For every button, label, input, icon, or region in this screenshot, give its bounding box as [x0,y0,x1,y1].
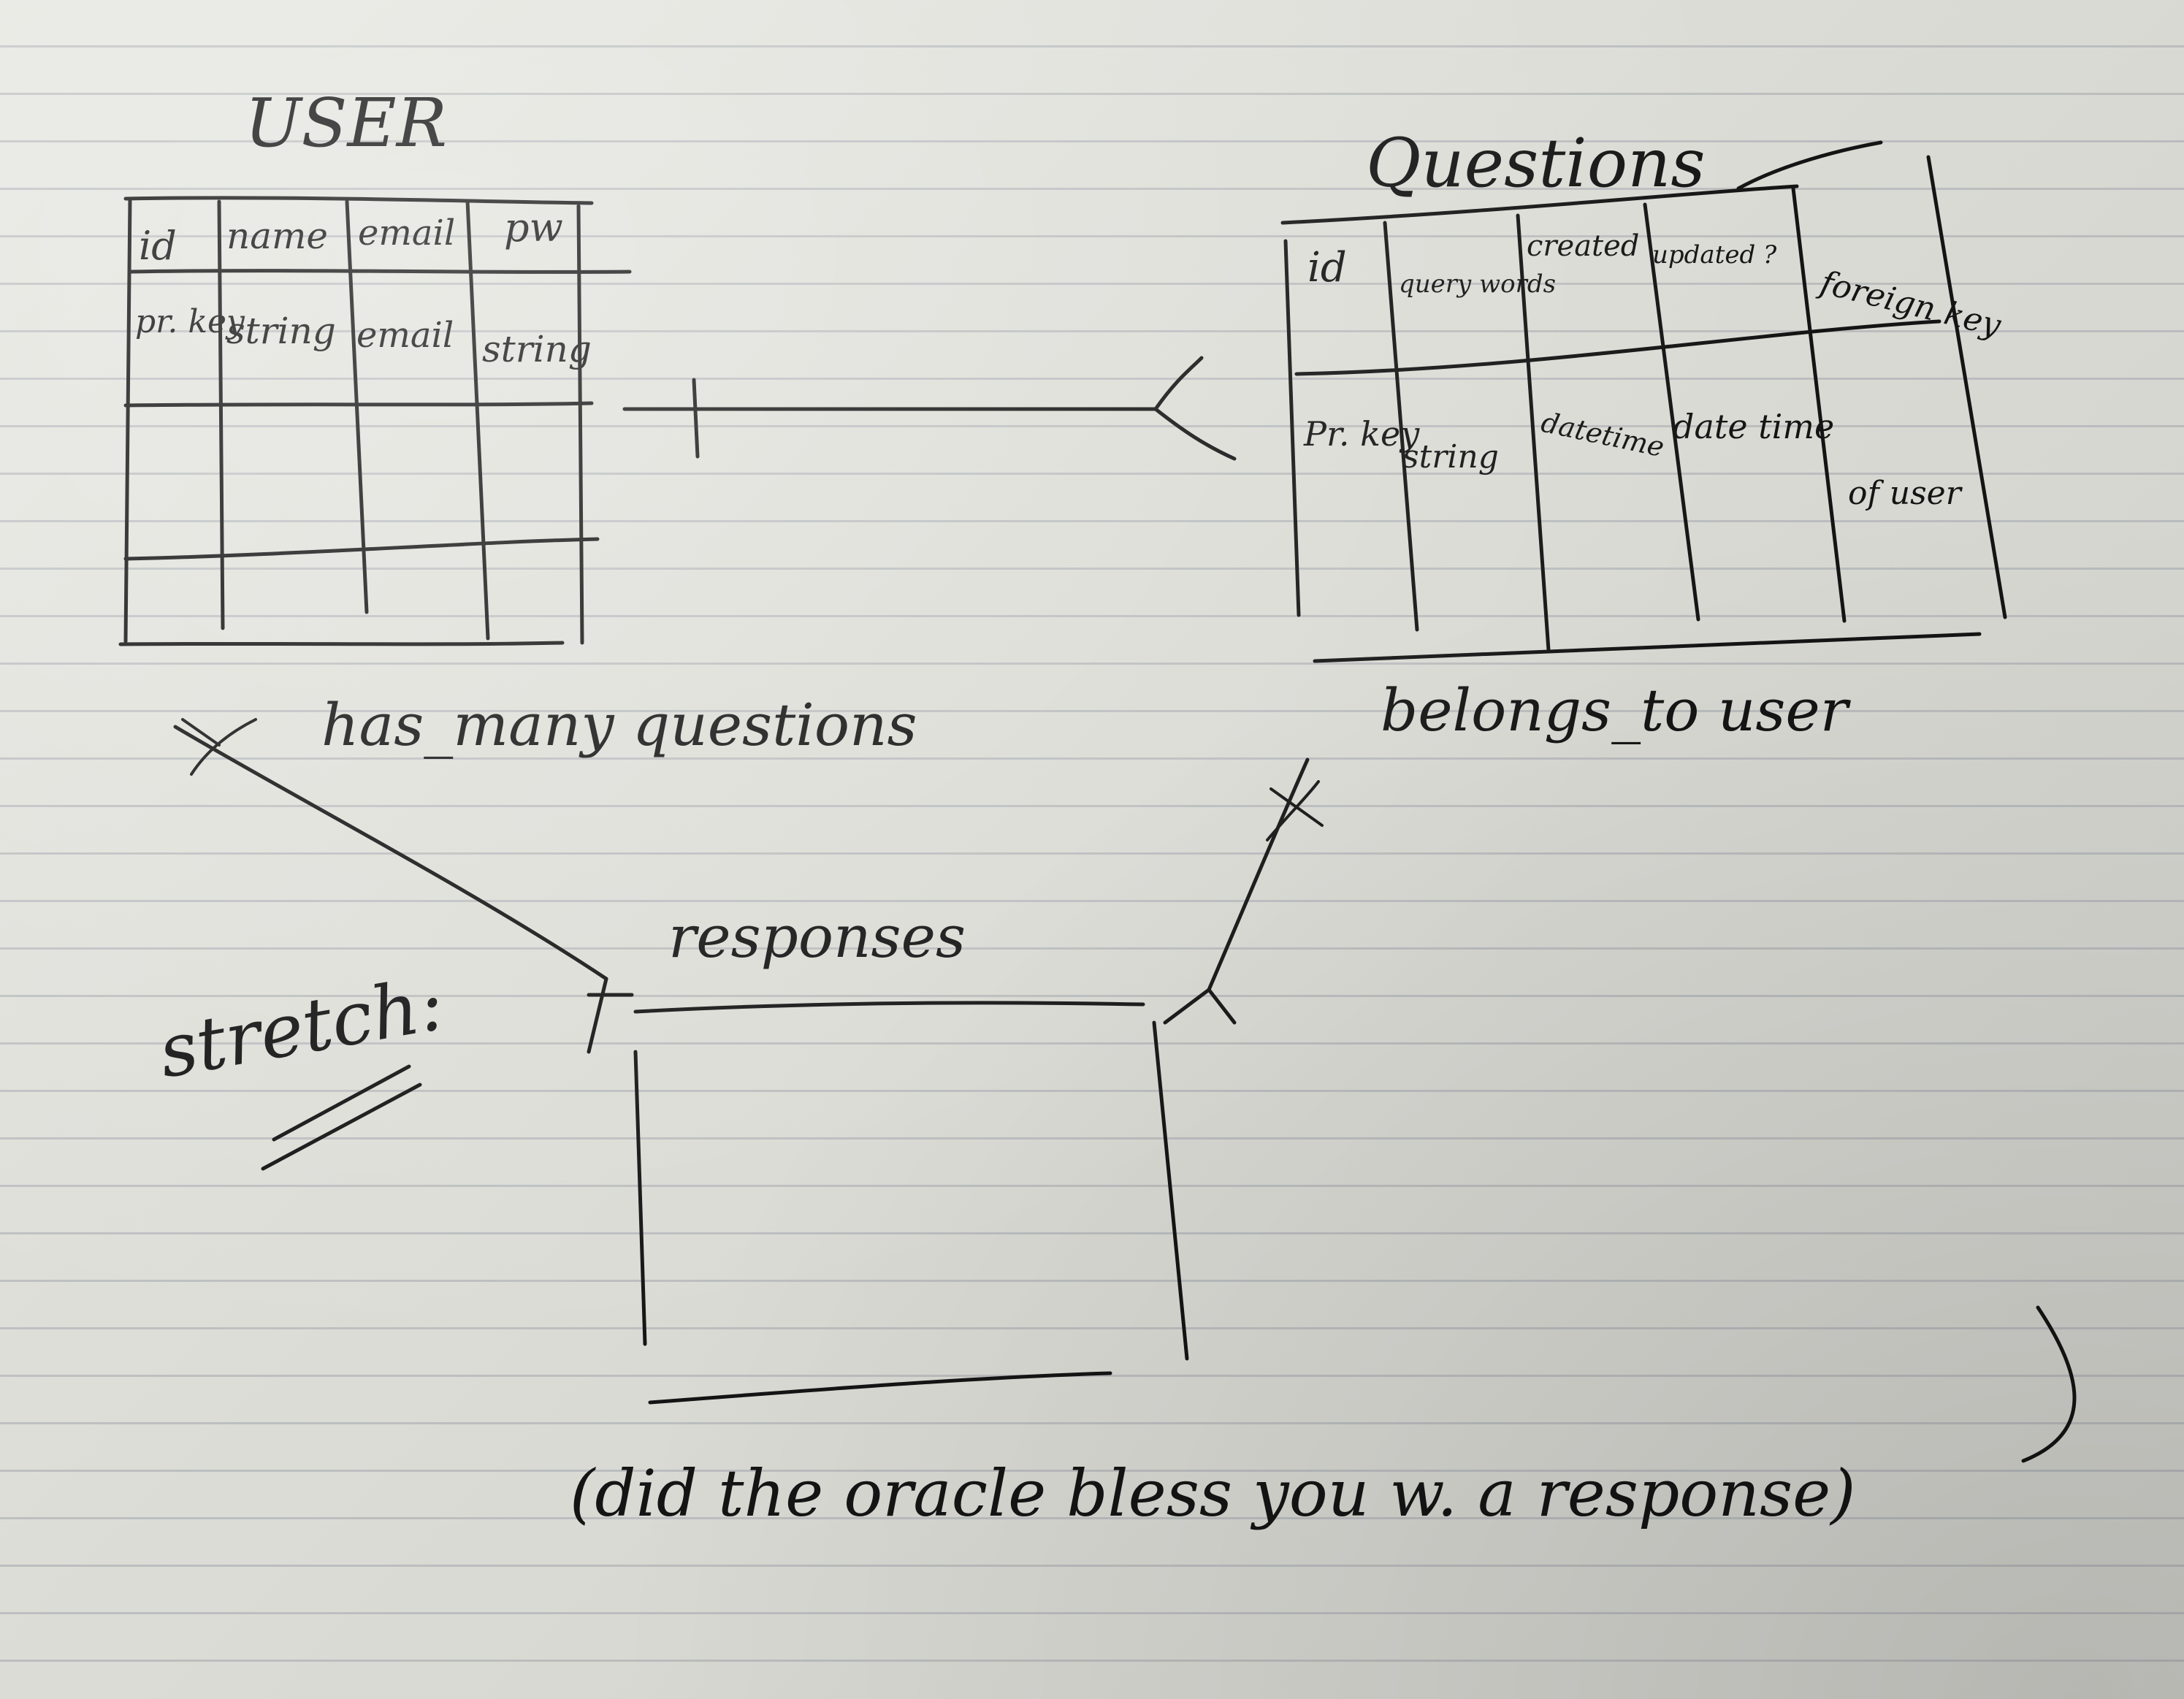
responses-table: responses stretch: (did the oracle bless… [153,718,2077,1531]
q-col-query-words: query words [1399,270,1556,299]
user-table-title: USER [245,84,447,162]
belongs-to-label: belongs_to user [1381,676,1852,744]
q-type-id: Pr. key [1303,414,1420,454]
questions-table: Questions id query words created updated… [1280,124,2007,663]
user-type-email: email [356,315,454,356]
q-type-created: datetime [1538,406,1667,464]
user-type-id: pr. key [135,303,245,340]
user-type-pw: string [482,328,592,370]
user-table: USER id name email pw pr. key string ema… [118,84,632,646]
q-type-query-words: string [1402,438,1499,476]
q-col-id: id [1307,244,1347,291]
has-many-label: has_many questions [321,691,917,759]
q-col-updated: updated ? [1652,240,1777,270]
q-col-created: created [1527,229,1639,263]
q-col-foreign-key: foreign key [1814,263,2005,344]
user-questions-relation [622,356,1237,461]
user-col-email: email [358,213,455,253]
user-type-name: string [226,310,336,352]
q-type-updated: date time [1673,407,1834,446]
responses-note: (did the oracle bless you w. a response) [570,1456,1856,1531]
stretch-label: stretch: [153,961,450,1094]
user-col-pw: pw [504,205,563,251]
questions-table-title: Questions [1366,124,1706,202]
responses-title: responses [668,903,966,971]
user-col-id: id [139,223,177,269]
user-col-name: name [226,215,328,257]
q-type-foreign-key: of user [1848,475,1963,512]
